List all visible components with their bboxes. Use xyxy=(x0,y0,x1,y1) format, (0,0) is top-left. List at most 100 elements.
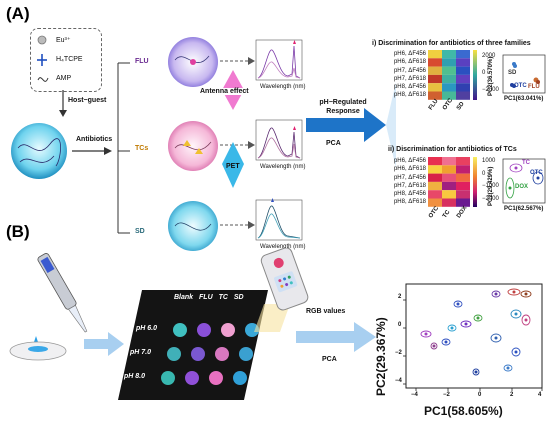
disc1-col-sd: SD xyxy=(456,101,466,112)
disc2-col-tc: TC xyxy=(442,209,452,220)
disc2-row: pH7, ΔF618 xyxy=(393,182,426,189)
pca-y-tick: 2 xyxy=(398,294,402,300)
pca-clusters xyxy=(420,288,532,376)
disc1-title: i) Discrimination for antibiotics of thr… xyxy=(372,40,531,47)
disc1-pc1: PC1(63.041%) xyxy=(504,96,544,102)
disc2-row: pH8, ΔF456 xyxy=(393,191,426,198)
disc2-tc-label: TC xyxy=(522,160,530,166)
pca-x-tick: −4 xyxy=(411,392,418,398)
pca-x-tick: 0 xyxy=(478,392,482,398)
flow-arrow-1 xyxy=(84,332,124,356)
sample-dish xyxy=(9,341,67,361)
plate-row-ph6: pH 6.0 xyxy=(136,325,158,332)
legend-h4tcpe: H₄TCPE xyxy=(56,56,83,63)
particle-flu xyxy=(168,37,218,87)
disc2-cb-tick: 0 xyxy=(482,170,486,177)
disc2-cb-tick: −1000 xyxy=(482,183,499,189)
disc1-row: pH6, ΔF618 xyxy=(393,59,426,66)
disc1-pca-plot xyxy=(502,54,546,94)
disc1-colorbar-labels: 2000 0 −2000 xyxy=(482,48,499,99)
wavelength-label-1: Wavelength (nm) xyxy=(260,84,306,90)
pca-x-tick: 2 xyxy=(510,392,514,398)
dashed-arrows xyxy=(220,57,255,229)
legend-box xyxy=(30,28,102,92)
well-grid xyxy=(161,323,259,385)
host-guest-label: Host−guest xyxy=(68,97,107,104)
spectrum-tcs xyxy=(255,119,303,161)
pca-ticks xyxy=(403,299,543,391)
disc1-otc-label: OTC xyxy=(514,83,527,89)
pet-diamond xyxy=(222,142,244,188)
branch-sd: SD xyxy=(135,228,145,235)
disc1-cb-tick: −2000 xyxy=(482,87,499,93)
disc2-row-labels: pH6, ΔF456 pH6, ΔF618 pH7, ΔF456 pH7, ΔF… xyxy=(386,157,426,207)
well-plate xyxy=(118,290,268,400)
pca-y-tick: −4 xyxy=(395,378,402,384)
plate-col: FLU xyxy=(199,294,213,301)
spectrum-sd xyxy=(255,198,303,241)
smartphone-icon xyxy=(254,248,309,332)
disc1-row: pH8, ΔF456 xyxy=(393,84,426,91)
disc2-otc-label: OTC xyxy=(530,170,543,176)
antibiotics-arrow xyxy=(72,147,112,155)
plate-col: Blank xyxy=(174,294,194,301)
pca-y-axis-label: PC2(29.367%) xyxy=(374,317,388,396)
host-guest-arrow xyxy=(59,90,67,117)
eu-ion-icon xyxy=(37,35,47,45)
disc2-pca-plot xyxy=(502,158,546,204)
panel-a-label: (A) xyxy=(6,4,30,23)
disc2-row: pH6, ΔF456 xyxy=(393,158,426,164)
wavelength-label-3: Wavelength (nm) xyxy=(260,244,306,250)
plate-col: TC xyxy=(218,294,228,301)
ph-response-label: pH−Regulated Response xyxy=(313,98,373,116)
spectrum-flu xyxy=(255,39,303,81)
plate-row-ph7: pH 7.0 xyxy=(130,349,152,356)
disc2-row: pH8, ΔF618 xyxy=(393,199,426,206)
pca-label-a: PCA xyxy=(326,140,341,147)
ph-response-arrow xyxy=(306,82,396,168)
pca-label-b: PCA xyxy=(322,356,337,363)
legend-icons xyxy=(37,35,49,82)
pet-label: PET xyxy=(226,163,240,170)
pipette-icon xyxy=(33,253,88,348)
pca-points xyxy=(424,290,528,374)
branch-lines xyxy=(117,62,130,234)
disc1-heatmap xyxy=(428,50,477,100)
disc2-dox-label: DOX xyxy=(515,184,529,190)
branch-flu: FLU xyxy=(135,58,149,65)
ph-response-line2: Response xyxy=(326,108,360,115)
disc2-cb-tick: 1000 xyxy=(482,158,496,164)
disc2-colorbar-labels: 1000 0 −1000 −2000 xyxy=(482,155,499,205)
panel-b-label: (B) xyxy=(6,222,30,241)
spectra-group xyxy=(255,39,303,241)
rgb-arrow xyxy=(296,322,376,352)
disc1-row: pH7, ΔF456 xyxy=(393,67,426,74)
disc1-cb-tick: 2000 xyxy=(482,53,496,59)
pca-scatter-plot xyxy=(403,283,543,391)
particle-sd xyxy=(168,201,218,251)
pca-y-tick: −2 xyxy=(395,350,402,356)
branch-tcs: TCs xyxy=(135,145,149,152)
legend-amp: AMP xyxy=(56,75,72,82)
ph-response-line1: pH−Regulated xyxy=(319,99,367,106)
plate-col-labels: Blank FLU TC SD xyxy=(174,294,244,301)
disc2-pc1: PC1(62.567%) xyxy=(504,206,544,212)
amp-icon xyxy=(37,77,49,82)
camera-icon xyxy=(273,257,284,268)
antibiotics-label: Antibiotics xyxy=(76,136,113,143)
h4tcpe-icon xyxy=(37,54,47,66)
rgb-values-label: RGB values xyxy=(306,308,346,315)
pca-x-tick: 4 xyxy=(538,392,542,398)
disc1-row: pH7, ΔF618 xyxy=(393,75,426,82)
plate-row-ph8: pH 8.0 xyxy=(124,373,146,380)
disc2-heatmap xyxy=(428,157,477,207)
pca-y-tick: 0 xyxy=(398,322,402,328)
disc1-cb-tick: 0 xyxy=(482,70,486,76)
disc1-flu-label: FLU xyxy=(528,84,540,90)
disc2-pc2: PC2(29.429%) xyxy=(488,166,494,206)
probe-particle xyxy=(11,123,67,179)
disc1-row-labels: pH6, ΔF456 pH6, ΔF618 pH7, ΔF456 pH7, ΔF… xyxy=(386,50,426,100)
disc1-sd-label: SD xyxy=(508,70,517,76)
particle-tcs xyxy=(168,121,218,171)
disc2-row: pH6, ΔF618 xyxy=(393,166,426,173)
